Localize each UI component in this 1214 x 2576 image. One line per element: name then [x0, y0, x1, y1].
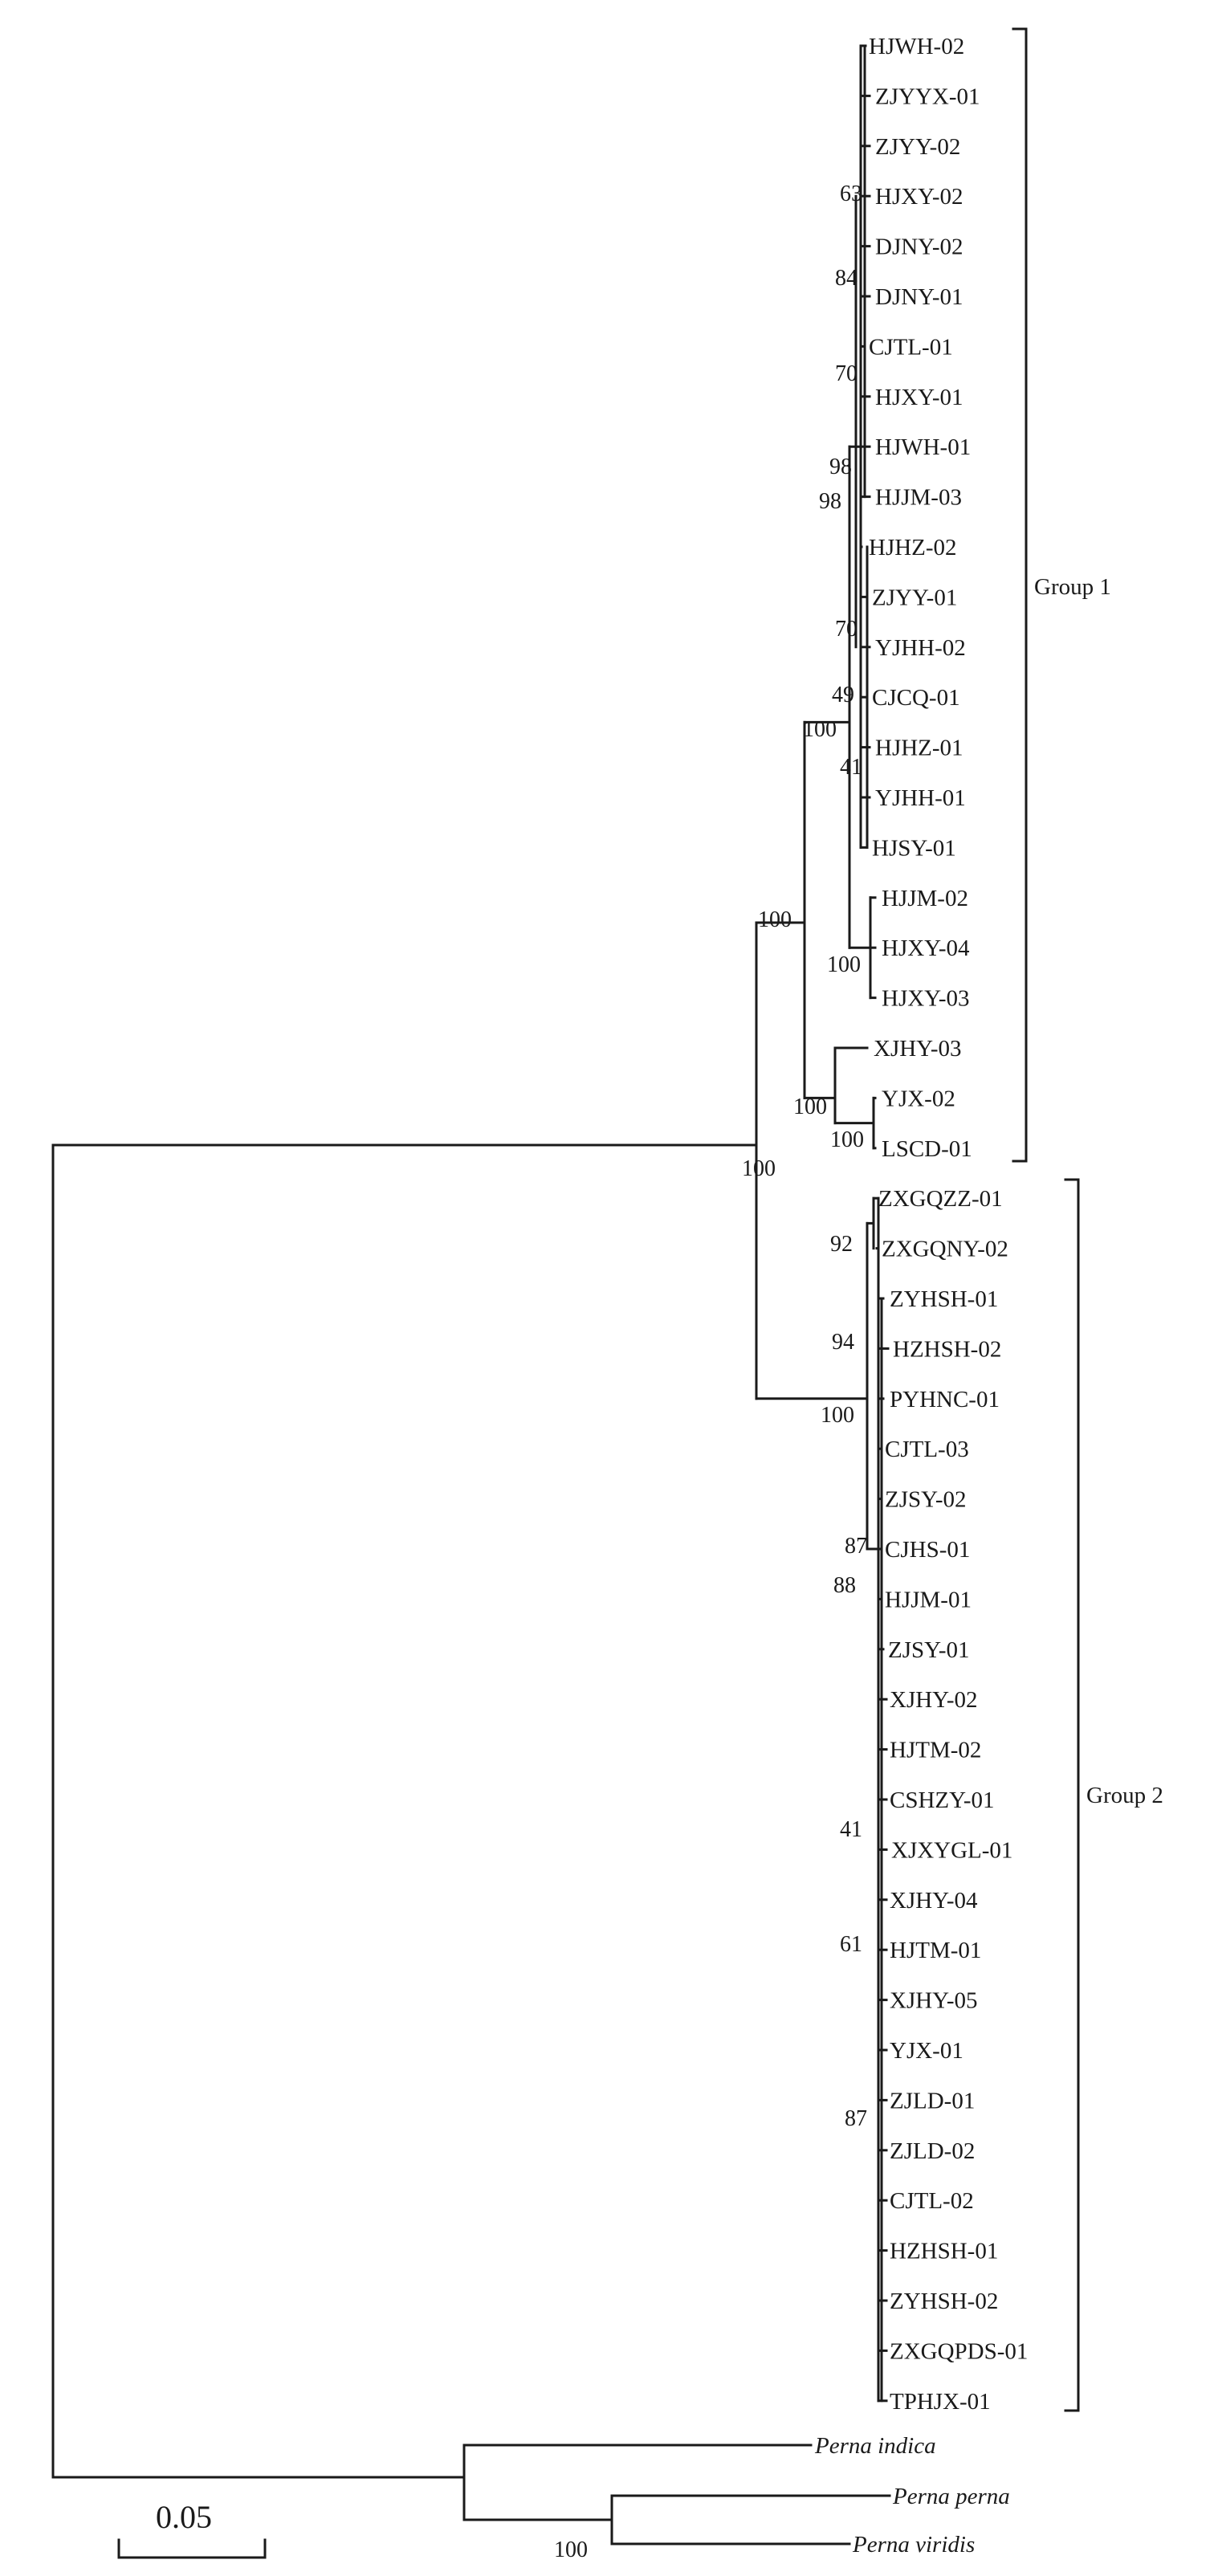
- leaf-label: YJX-01: [890, 2038, 963, 2064]
- leaf-label: CSHZY-01: [890, 1787, 995, 1813]
- bootstrap-value: 100: [830, 1127, 864, 1152]
- bootstrap-value: 100: [827, 952, 861, 977]
- bootstrap-value: 41: [840, 755, 862, 780]
- bootstrap-labels: 6384709898704910041100100100100100929410…: [554, 181, 867, 2562]
- leaf-label: ZJYYX-01: [875, 84, 980, 109]
- leaf-label: TPHJX-01: [890, 2389, 991, 2415]
- leaf-label: ZJYY-01: [872, 585, 957, 610]
- bootstrap-value: 100: [554, 2537, 588, 2562]
- leaf-label: ZYHSH-01: [890, 1286, 998, 1312]
- scale-bar-label: 0.05: [156, 2499, 212, 2535]
- leaf-label: HZHSH-01: [890, 2239, 998, 2264]
- bootstrap-value: 70: [835, 617, 858, 642]
- leaf-label: CJTL-03: [885, 1437, 969, 1462]
- bootstrap-value: 87: [845, 1534, 867, 1559]
- bootstrap-value: 100: [742, 1156, 776, 1181]
- bootstrap-value: 92: [830, 1232, 853, 1257]
- leaf-label: ZYHSH-02: [890, 2289, 998, 2314]
- outgroup-leaf-label: Perna perna: [892, 2484, 1010, 2509]
- leaf-label: CJCQ-01: [872, 685, 960, 711]
- leaf-label: ZJSY-02: [885, 1487, 967, 1513]
- group-1-label: Group 1: [1034, 574, 1111, 600]
- leaf-label: XJHY-03: [874, 1036, 962, 1062]
- scale-bar: [117, 2538, 267, 2559]
- leaf-label: HJXY-04: [882, 935, 970, 961]
- leaf-label: HJJM-02: [882, 886, 968, 911]
- leaf-label: HJHZ-02: [869, 535, 957, 560]
- leaf-label: HJJM-01: [885, 1587, 972, 1612]
- bootstrap-value: 94: [832, 1330, 854, 1355]
- bootstrap-value: 63: [840, 181, 862, 206]
- leaf-label: HJTM-01: [890, 1938, 981, 1963]
- leaf-label: LSCD-01: [882, 1136, 972, 1162]
- bootstrap-value: 61: [840, 1932, 862, 1957]
- leaf-label: XJHY-02: [890, 1687, 978, 1713]
- leaf-label: HJXY-01: [875, 385, 963, 410]
- leaf-label: HZHSH-02: [893, 1336, 1001, 1362]
- outgroup-leaf-label: Perna indica: [814, 2433, 936, 2459]
- leaf-label: ZJYY-02: [875, 134, 960, 160]
- tree-branches: [51, 44, 891, 2545]
- bootstrap-value: 41: [840, 1817, 862, 1842]
- leaf-label: XJHY-04: [890, 1888, 978, 1914]
- leaf-label: ZJLD-01: [890, 2088, 975, 2113]
- leaf-label: YJX-02: [882, 1086, 955, 1111]
- leaf-label: HJHZ-01: [875, 736, 963, 761]
- group-2-label: Group 2: [1086, 1783, 1163, 1808]
- leaf-label: ZJLD-02: [890, 2138, 975, 2164]
- leaf-label: ZJSY-01: [888, 1637, 970, 1663]
- leaf-label: CJTL-01: [869, 334, 953, 360]
- leaf-label: HJSY-01: [872, 835, 956, 861]
- bootstrap-value: 98: [829, 454, 852, 479]
- leaf-label: CJHS-01: [885, 1537, 970, 1563]
- bootstrap-value: 88: [833, 1573, 856, 1598]
- bootstrap-value: 70: [835, 361, 858, 386]
- leaf-label: CJTL-02: [890, 2188, 974, 2214]
- leaf-labels: HJWH-02ZJYYX-01ZJYY-02HJXY-02DJNY-02DJNY…: [814, 34, 1028, 2558]
- bootstrap-value: 49: [832, 683, 854, 707]
- leaf-label: ZXGQNY-02: [882, 1237, 1008, 1262]
- bootstrap-value: 84: [835, 266, 858, 291]
- bootstrap-value: 100: [803, 717, 837, 742]
- group-2-bracket: [1064, 1178, 1080, 2412]
- leaf-label: PYHNC-01: [890, 1387, 1000, 1412]
- leaf-label: XJXYGL-01: [891, 1837, 1012, 1863]
- bootstrap-value: 100: [758, 907, 792, 932]
- leaf-label: HJWH-02: [869, 34, 964, 59]
- leaf-label: YJHH-01: [875, 785, 966, 811]
- leaf-label: HJJM-03: [875, 485, 962, 511]
- leaf-label: DJNY-02: [875, 234, 963, 260]
- outgroup-leaf-label: Perna viridis: [852, 2532, 975, 2558]
- leaf-label: XJHY-05: [890, 1988, 978, 2014]
- bootstrap-value: 87: [845, 2106, 867, 2131]
- bootstrap-value: 98: [819, 489, 841, 514]
- leaf-label: DJNY-01: [875, 284, 963, 310]
- leaf-label: HJWH-01: [875, 434, 971, 460]
- bootstrap-value: 100: [821, 1403, 854, 1428]
- leaf-label: HJXY-02: [875, 184, 963, 210]
- leaf-label: ZXGQPDS-01: [890, 2338, 1028, 2364]
- bootstrap-value: 100: [793, 1094, 827, 1119]
- leaf-label: ZXGQZZ-01: [878, 1186, 1003, 1212]
- leaf-label: HJTM-02: [890, 1738, 981, 1763]
- leaf-label: YJHH-02: [875, 635, 966, 661]
- group-1-bracket: [1012, 27, 1028, 1163]
- leaf-label: HJXY-03: [882, 986, 970, 1012]
